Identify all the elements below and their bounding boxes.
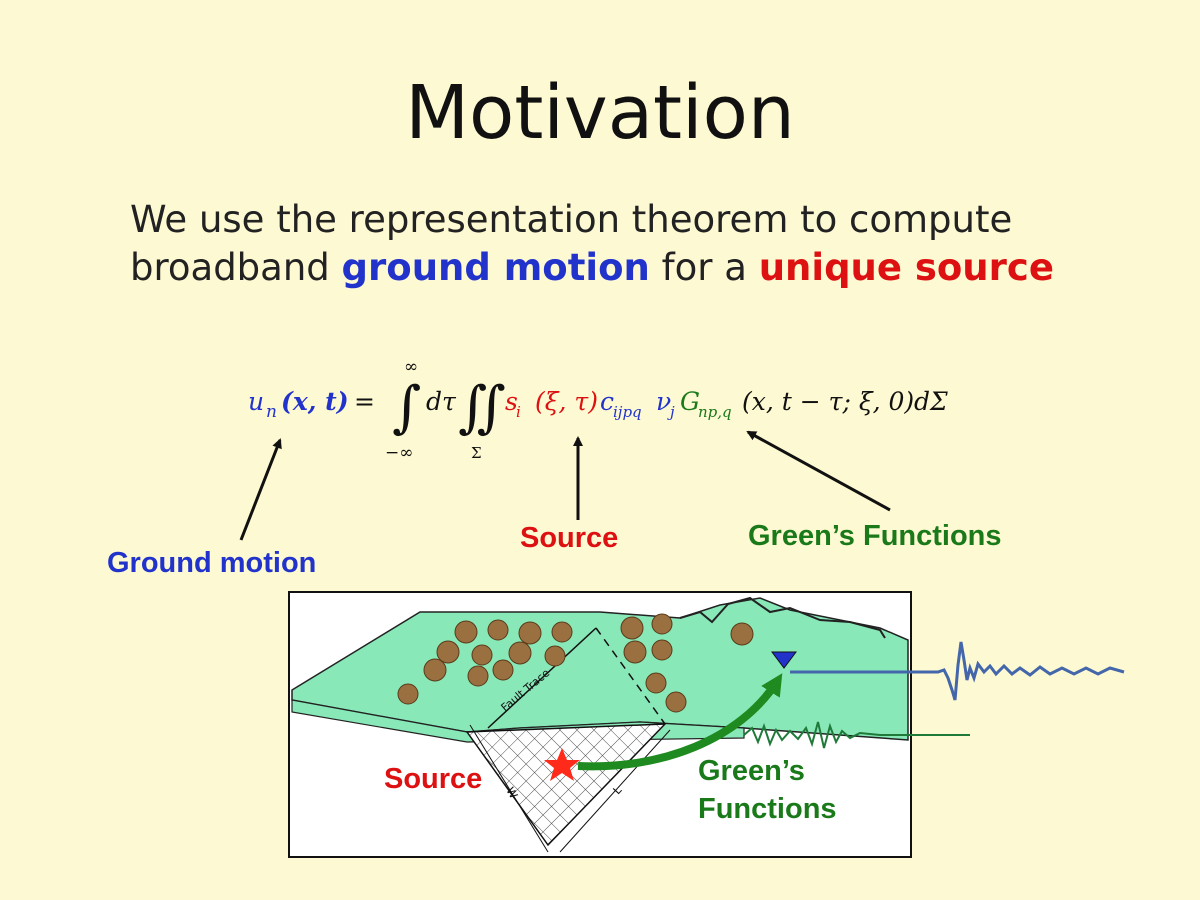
- tree: [620, 616, 644, 640]
- eq-s-sub: i: [516, 403, 521, 421]
- tree: [508, 641, 532, 665]
- tree: [471, 644, 493, 666]
- eq-double-integral-sign: ∬: [458, 375, 506, 440]
- tree: [544, 645, 566, 667]
- eq-nu: ν: [656, 387, 671, 416]
- subtitle-text-1: We use the representation theorem to com…: [130, 198, 1013, 289]
- tree: [730, 622, 754, 646]
- eq-u: u: [248, 387, 264, 416]
- figure-greens-label-line2: Functions: [698, 793, 837, 825]
- fault-width-dimension: [469, 724, 549, 853]
- eq-upper-limit: ∞: [404, 357, 418, 377]
- eq-c: c: [600, 387, 614, 416]
- arrow-ground-motion: [239, 438, 282, 541]
- eq-nu-sub: j: [667, 403, 675, 421]
- slide-subtitle: We use the representation theorem to com…: [130, 196, 1130, 292]
- tree: [467, 665, 489, 687]
- subtitle-text-2: for a: [649, 246, 759, 289]
- tree: [651, 639, 673, 661]
- eq-G: G: [680, 387, 700, 416]
- subtitle-highlight-unique-source: unique source: [758, 246, 1054, 289]
- eq-s-args: (ξ, τ): [535, 387, 598, 416]
- eq-c-sub: ijpq: [613, 403, 642, 421]
- greens-functions-label: Green’s Functions: [748, 520, 1002, 552]
- slide-title: Motivation: [405, 70, 795, 156]
- tree: [645, 672, 667, 694]
- fault-dip-line: [595, 627, 666, 725]
- tree: [623, 640, 647, 664]
- hypocenter-star-icon: [544, 748, 580, 781]
- tree: [651, 613, 673, 635]
- ground-motion-label: Ground motion: [107, 547, 317, 579]
- tree: [397, 683, 419, 705]
- eq-dsigma: dΣ: [914, 387, 948, 416]
- representation-theorem-equation: u n (x, t) = ∞ ∫ −∞ dτ ∬ Σ s i (ξ, τ) c …: [248, 357, 948, 463]
- greens-function-arrow: [577, 673, 783, 771]
- arrow-greens-functions: [746, 430, 891, 512]
- eq-equals: =: [354, 387, 375, 416]
- tree: [665, 691, 687, 713]
- station-triangle-icon: [771, 651, 797, 669]
- source-label: Source: [520, 522, 619, 554]
- surface-seismogram: [790, 641, 1125, 701]
- figure-greens-label-line1: Green’s: [698, 755, 805, 787]
- tree: [487, 619, 509, 641]
- trees: [397, 613, 754, 713]
- fault-trace-line: [487, 627, 597, 729]
- eq-G-args: (x, t − τ; ξ, 0): [742, 387, 914, 416]
- figure-source-label: Source: [384, 763, 482, 795]
- tree: [551, 621, 573, 643]
- tree: [423, 658, 447, 682]
- subsurface-seismogram: [743, 721, 970, 749]
- eq-integral-sign: ∫: [392, 375, 421, 440]
- subtitle-highlight-ground-motion: ground motion: [341, 246, 650, 289]
- eq-u-sub: n: [266, 402, 277, 422]
- eq-u-args: (x, t): [281, 387, 349, 416]
- eq-G-sub: np,q: [698, 403, 732, 421]
- eq-lower-limit: −∞: [385, 443, 413, 463]
- eq-double-integral-sub: Σ: [471, 444, 482, 462]
- tree: [492, 659, 514, 681]
- tree: [454, 620, 478, 644]
- eq-dtau: dτ: [426, 387, 457, 416]
- fault-length-dimension: [559, 729, 671, 853]
- eq-s: s: [505, 387, 518, 416]
- fault-plane: [465, 723, 667, 847]
- tree: [436, 640, 460, 664]
- tree: [518, 621, 542, 645]
